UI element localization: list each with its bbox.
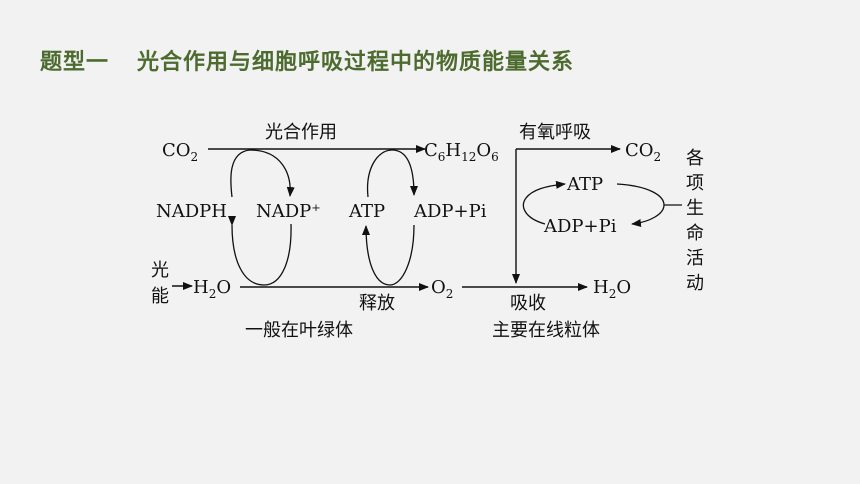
water-left: H2O (193, 277, 231, 301)
cycle-nadph-right (249, 149, 295, 197)
label-aerobic-respiration: 有氧呼吸 (519, 122, 591, 143)
adp-pi-right: ADP+Pi (543, 216, 617, 237)
light-char-2: 能 (151, 286, 169, 307)
cycle-right-atp (616, 183, 665, 227)
cycle-right-adp (522, 180, 566, 225)
life-char-4: 命 (686, 223, 704, 244)
life-char-2: 项 (686, 173, 704, 194)
cycle-atp-top (366, 149, 418, 198)
cycle-nadph-left (230, 149, 251, 198)
water-right: H2O (593, 277, 631, 301)
life-char-1: 各 (686, 148, 704, 169)
atp-right: ATP (566, 174, 603, 195)
label-mitochondria: 主要在线粒体 (492, 320, 600, 341)
co2-left: CO2 (162, 140, 198, 164)
title-part1: 题型一 (40, 50, 110, 75)
nadp-plus: NADP⁺ (256, 201, 321, 222)
label-chloroplast: 一般在叶绿体 (245, 320, 353, 341)
co2-right: CO2 (625, 140, 661, 164)
label-release: 释放 (359, 293, 395, 314)
cycle-nadph-bottom-left (227, 215, 265, 286)
atp-left: ATP (348, 201, 385, 222)
light-char-1: 光 (151, 260, 169, 281)
label-photosynthesis: 光合作用 (265, 122, 337, 143)
cycle-atp-bottom (362, 224, 415, 286)
life-char-3: 生 (686, 198, 704, 219)
oxygen: O2 (431, 277, 453, 301)
page-title: 题型一 光合作用与细胞呼吸过程中的物质能量关系 (40, 44, 574, 76)
life-char-6: 动 (686, 273, 704, 294)
label-absorb: 吸收 (510, 293, 546, 314)
title-part2: 光合作用与细胞呼吸过程中的物质能量关系 (137, 50, 575, 75)
nadph: NADPH (156, 201, 227, 222)
cycle-nadph-bottom-right (263, 223, 292, 286)
life-char-5: 活 (686, 248, 704, 269)
adp-pi-left: ADP+Pi (413, 201, 487, 222)
glucose: C6H12O6 (424, 140, 499, 164)
